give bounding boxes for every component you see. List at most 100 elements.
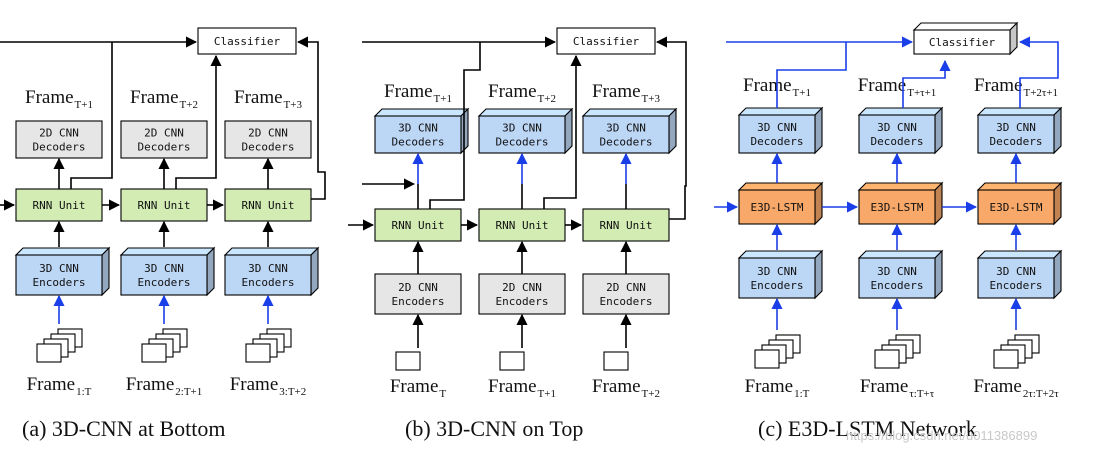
unit-text: RNN Unit	[392, 219, 445, 232]
encoder-box	[478, 273, 566, 315]
unit-text: E3D-LSTM	[990, 201, 1043, 214]
decoder-text-line2: Decoders	[600, 136, 653, 149]
encoder-text-line2: Encoders	[871, 279, 924, 292]
top-frame-label-sub: T+2τ+1	[1024, 87, 1059, 99]
encoder-box-side	[310, 246, 319, 297]
bottom-frame-label-base: Frame	[860, 376, 909, 397]
encoder-text-line2: Encoders	[600, 295, 653, 308]
input-frames-icon	[874, 334, 921, 369]
encoder-box-side	[206, 246, 215, 297]
decoder-to-classifier-line	[902, 59, 951, 108]
input-frames-icon	[754, 334, 801, 369]
unit-text-line: E3D-LSTM	[871, 201, 924, 214]
bottom-frame-label-sub: 1:T	[794, 388, 810, 400]
decoder-text-line2: Decoders	[751, 135, 804, 148]
top-frame-label-base: Frame	[130, 87, 179, 108]
top-frame-label-sub: T+1	[75, 99, 93, 111]
decoder-box	[737, 106, 824, 155]
classifier-box	[197, 27, 297, 55]
decoder-box-top	[477, 108, 574, 117]
unit-box-top	[737, 182, 824, 191]
bottom-frame-label-sub: 1:T	[76, 386, 92, 398]
top-frame-label-base: Frame	[488, 81, 537, 102]
classifier-label: Classifier	[929, 36, 996, 49]
decoder-box-front	[977, 114, 1055, 154]
encoder-text-line1: 3D CNN	[877, 265, 917, 278]
bottom-frame-label-sub: 2τ:T+2τ	[1023, 388, 1059, 400]
decoder-text-line1: 3D CNN	[996, 121, 1036, 134]
encoder-box-front	[224, 254, 312, 296]
bottom-frame-label-base: Frame	[230, 374, 279, 395]
decoder-text-line1: 3D CNN	[877, 121, 917, 134]
bottom-frame-label-base: Frame	[126, 374, 175, 395]
bottom-frame-label-base: Frame	[592, 376, 641, 397]
bottom-frame-label-sub: T+1	[538, 388, 556, 400]
unit-text-line: RNN Unit	[392, 219, 445, 232]
decoder-text-line2: Decoders	[990, 135, 1043, 148]
encoder-box-top	[14, 247, 111, 256]
encoder-box-front	[15, 254, 103, 296]
classifier-box	[556, 27, 656, 55]
top-frame-label-base: Frame	[25, 87, 74, 108]
decoder-box-front	[858, 114, 936, 154]
top-frame-label-sub: T+1	[434, 93, 452, 105]
encoder-box	[223, 246, 320, 297]
classifier-box-top	[912, 22, 1019, 31]
encoder-text-line1: 3D CNN	[39, 262, 79, 275]
unit-text-line: RNN Unit	[138, 199, 191, 212]
bottom-frame-label-base: Frame	[488, 376, 537, 397]
encoder-box-front	[738, 257, 816, 299]
top-frame-label-base: Frame	[234, 87, 283, 108]
decoder-text-line1: 3D CNN	[606, 122, 646, 135]
encoder-text-line1: 3D CNN	[996, 265, 1036, 278]
unit-text: E3D-LSTM	[871, 201, 924, 214]
decoder-text-line2: Decoders	[138, 141, 191, 154]
encoder-box-front	[858, 257, 936, 299]
encoder-box	[582, 273, 670, 315]
classifier-box	[912, 21, 1019, 56]
watermark-text: https://blog.csdn.net/u011386899	[846, 428, 1037, 443]
decoder-box	[976, 106, 1063, 155]
unit-box-top	[857, 182, 944, 191]
input-frames-icon-sheet	[603, 351, 629, 371]
top-frame-label-sub: T+τ+1	[907, 87, 936, 99]
decoder-box-front	[582, 115, 670, 154]
top-frame-label-sub: T+2	[180, 99, 198, 111]
decoder-text-line1: 2D CNN	[248, 127, 288, 140]
encoder-box-side	[814, 249, 823, 300]
top-frame-label-sub: T+3	[284, 99, 303, 111]
unit-text-line: RNN Unit	[242, 199, 295, 212]
unit-to-classifier-line	[543, 54, 582, 209]
top-frame-label-base: Frame	[858, 75, 907, 96]
decoder-text-line1: 3D CNN	[398, 122, 438, 135]
decoder-box-top	[976, 107, 1063, 116]
unit-box-side	[1053, 181, 1062, 226]
encoder-box-top	[119, 247, 216, 256]
decoder-to-classifier-line	[776, 42, 847, 108]
bottom-frame-label-base: Frame	[390, 376, 439, 397]
encoder-box-top	[976, 250, 1063, 259]
bottom-frame-label-sub: T+2	[642, 388, 660, 400]
